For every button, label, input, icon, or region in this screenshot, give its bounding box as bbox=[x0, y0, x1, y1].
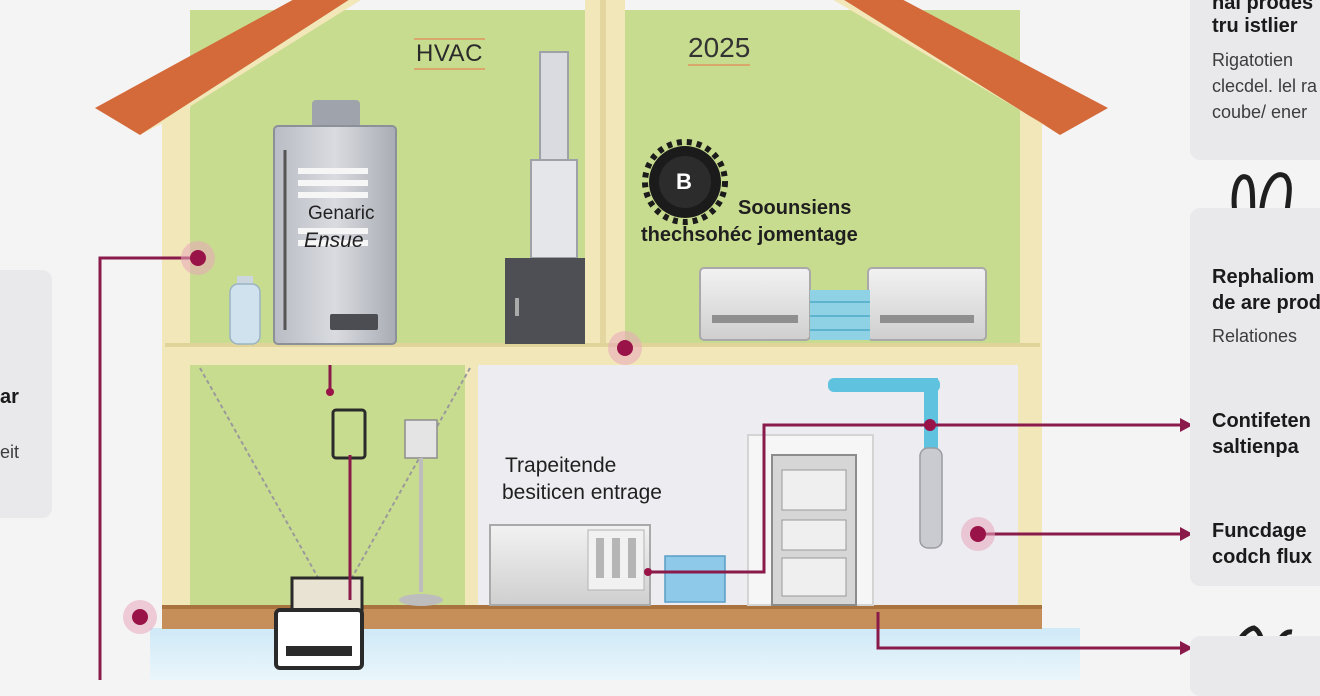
floor-lamp-icon bbox=[399, 419, 443, 606]
right-item-2-title-2: de are prod bbox=[1212, 292, 1320, 314]
ceiling-lamp-icon bbox=[199, 367, 471, 591]
right-item-3-title-1: Contifeten bbox=[1212, 410, 1311, 432]
right-item-1-text-1: Rigatotien bbox=[1212, 50, 1294, 70]
sound-label-1: Soounsiens bbox=[738, 197, 852, 219]
left-panel-line-2: eit bbox=[0, 442, 20, 462]
right-info-card-3 bbox=[1190, 636, 1320, 696]
sound-label-2: thechsohéc jomentage bbox=[641, 224, 858, 246]
furnace-icon bbox=[273, 100, 397, 345]
roof-right bbox=[844, 0, 1108, 135]
water-heater-icon bbox=[747, 434, 874, 606]
right-item-1-text-2: clecdel. lel ra bbox=[1212, 76, 1318, 96]
pipe-icon bbox=[828, 378, 943, 549]
left-panel-line-1: ar bbox=[0, 386, 19, 408]
router-icon bbox=[699, 267, 987, 341]
house-diagram bbox=[95, 0, 1301, 680]
floor-slab bbox=[165, 343, 1040, 365]
callout-arrows bbox=[1180, 418, 1193, 655]
generic-label-1: Genaric bbox=[308, 203, 375, 224]
trap-label-2: besiticen entrage bbox=[502, 481, 662, 504]
right-item-4-title-2: codch flux bbox=[1212, 546, 1313, 568]
callout-lines bbox=[98, 256, 1190, 680]
roof-left bbox=[95, 0, 349, 135]
appliance-icon bbox=[489, 524, 726, 606]
right-item-4-title-1: Funcdage bbox=[1212, 520, 1307, 542]
right-item-1-title-1: hai prodes bbox=[1212, 0, 1314, 14]
left-info-card bbox=[0, 270, 52, 518]
right-item-2-title-1: Rephaliom bbox=[1212, 266, 1315, 288]
chimney-icon bbox=[505, 51, 585, 344]
callout-dots bbox=[123, 241, 995, 634]
right-item-1-title-2: tru istlier bbox=[1212, 15, 1298, 37]
hvac-label: HVAC bbox=[414, 38, 485, 70]
gear-badge-icon bbox=[642, 139, 728, 225]
room-lower-left bbox=[190, 365, 465, 605]
trap-label-1: Trapeitende bbox=[505, 454, 617, 477]
right-item-2-text-1: Relationes bbox=[1212, 326, 1298, 346]
water-bottle-icon bbox=[229, 276, 261, 345]
badge-letter: B bbox=[676, 169, 692, 194]
right-item-3-title-2: saltienpa bbox=[1212, 436, 1299, 458]
year-label: 2025 bbox=[688, 32, 751, 66]
right-item-1-text-3: coube/ ener bbox=[1212, 102, 1308, 122]
generic-label-2: Ensue bbox=[304, 229, 364, 252]
right-info-card-1 bbox=[1190, 0, 1320, 160]
right-info-card-2 bbox=[1190, 208, 1320, 586]
